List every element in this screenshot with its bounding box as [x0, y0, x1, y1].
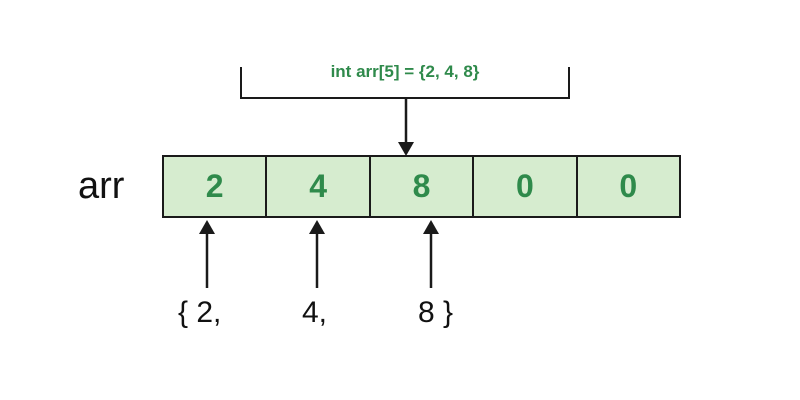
- array-cell-2: 8: [371, 157, 475, 216]
- array-cell-3: 0: [474, 157, 578, 216]
- declaration-bracket: [240, 67, 570, 99]
- declaration-label: int arr[5] = {2, 4, 8}: [330, 62, 480, 81]
- init-arrow-2-head: [423, 220, 439, 234]
- initializer-part-1: 4,: [302, 296, 328, 329]
- init-arrow-0-head: [199, 220, 215, 234]
- array-cell-1: 4: [267, 157, 371, 216]
- init-arrow-1-head: [309, 220, 325, 234]
- array-cell-4: 0: [619, 168, 638, 204]
- array-cells: 2 4 8 0 0: [162, 155, 681, 218]
- declaration-arrow-head: [398, 142, 414, 156]
- array-cell-0: 2: [164, 157, 268, 216]
- initializer-part-2: 8 }: [418, 296, 454, 329]
- initializer-part-0: { 2,: [178, 296, 222, 329]
- array-name-label: arr: [78, 165, 125, 207]
